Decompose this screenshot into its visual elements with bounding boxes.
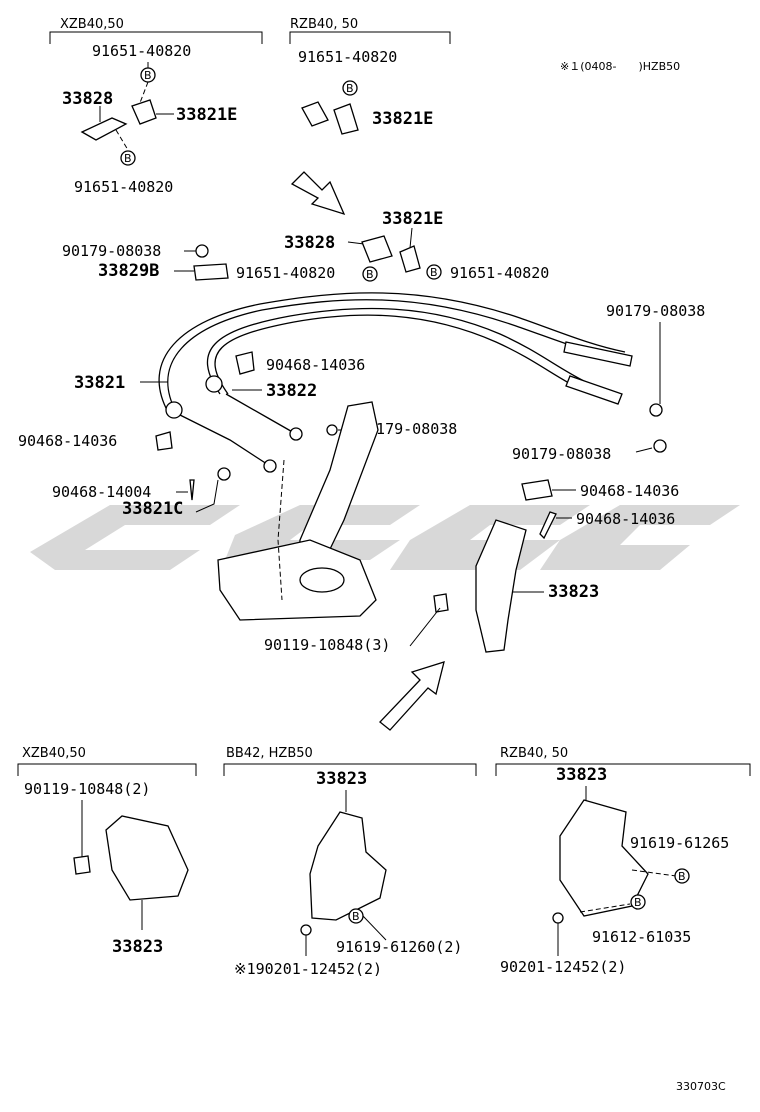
shift-cables	[158, 292, 633, 473]
bolt-badge-icon: B	[120, 150, 136, 166]
svg-text:B: B	[366, 268, 374, 281]
nut-part-icon	[326, 424, 338, 436]
washer-part-icon	[552, 912, 564, 924]
bracket-main-part-icon	[475, 519, 527, 653]
clip-part-icon	[333, 103, 359, 135]
svg-text:B: B	[124, 152, 132, 165]
clip-part-icon	[131, 99, 157, 125]
header-top-mid: RZB40, 50	[290, 17, 358, 32]
label-br-washer: 90201-12452(2)	[500, 958, 626, 976]
label-m-clip: 33821E	[382, 209, 443, 229]
clip-part-icon	[235, 351, 255, 375]
bolt-badge-icon: B	[674, 868, 690, 884]
label-cable-main: 33821	[74, 373, 125, 393]
label-m-bolt-right: 91651-40820	[450, 264, 549, 282]
svg-text:B: B	[144, 69, 152, 82]
label-clip-r1: 90468-14036	[580, 482, 679, 500]
label-tl-clip: 33821E	[176, 105, 237, 125]
bolt-badge-icon: B	[630, 894, 646, 910]
bolt-badge-icon: B	[348, 908, 364, 924]
svg-text:B: B	[430, 266, 438, 279]
direction-arrow-icon	[290, 171, 346, 216]
clip-part-icon	[521, 479, 553, 501]
label-bl-bolt: 90119-10848(2)	[24, 780, 150, 798]
label-br-bolt1: 91619-61265	[630, 834, 729, 852]
label-bolt-main: 90119-10848(3)	[264, 636, 390, 654]
header-bot-right: RZB40, 50	[500, 746, 568, 761]
bolt-part-icon	[433, 593, 449, 613]
watermark-logo	[30, 505, 740, 570]
label-bl-bracket: 33823	[112, 937, 163, 957]
bolt-badge-icon: B	[426, 264, 442, 280]
label-bm-bolt: 91619-61260(2)	[336, 938, 462, 956]
label-m-bracket: 33828	[284, 233, 335, 253]
label-tl-bolt-top: 91651-40820	[92, 42, 191, 60]
svg-text:B: B	[634, 896, 642, 909]
label-br-bolt2: 91612-61035	[592, 928, 691, 946]
label-tm-clip: 33821E	[372, 109, 433, 129]
bracket-part-icon	[301, 101, 329, 127]
label-bm-washer: ※190201-12452(2)	[234, 960, 382, 978]
label-bracket-main: 33823	[548, 582, 599, 602]
nut-part-icon	[653, 439, 667, 453]
label-bm-bracket: 33823	[316, 769, 367, 789]
label-tl-bracket: 33828	[62, 89, 113, 109]
bracket-part-icon	[559, 799, 649, 917]
pin-part-icon	[189, 479, 195, 501]
bracket-part-icon	[309, 811, 387, 921]
header-bot-mid: BB42, HZB50	[226, 746, 313, 761]
label-pin: 90468-14004	[52, 483, 151, 501]
header-top-left: XZB40,50	[60, 17, 124, 32]
clip-part-icon	[399, 245, 421, 273]
svg-text:B: B	[678, 870, 686, 883]
retainer-part-icon	[193, 263, 229, 281]
section-brackets	[17, 31, 751, 776]
label-clip-left: 90468-14036	[18, 432, 117, 450]
nut-part-icon	[649, 403, 663, 417]
header-note: ※１(0408- )HZB50	[560, 60, 680, 73]
washer-part-icon	[300, 924, 312, 936]
header-bot-left: XZB40,50	[22, 746, 86, 761]
label-cable-second: 33822	[266, 381, 317, 401]
label-nut-center: 90179-08038	[358, 420, 457, 438]
label-m-retainer: 33829B	[98, 261, 159, 281]
nut-part-icon	[195, 244, 209, 258]
direction-arrow-icon	[379, 661, 445, 731]
label-tm-bolt: 91651-40820	[298, 48, 397, 66]
bolt-badge-icon: B	[342, 80, 358, 96]
clip-part-icon	[155, 431, 173, 451]
svg-text:B: B	[346, 82, 354, 95]
bracket-part-icon	[80, 117, 128, 141]
shift-lever-assembly	[217, 401, 379, 621]
bracket-part-icon	[361, 235, 393, 263]
label-m-bolt-left: 91651-40820	[236, 264, 335, 282]
label-tl-bolt-bot: 91651-40820	[74, 178, 173, 196]
label-r-nut-bot: 90179-08038	[512, 445, 611, 463]
label-clip-upper: 90468-14036	[266, 356, 365, 374]
bolt-badge-icon: B	[140, 67, 156, 83]
washer-part-icon	[217, 467, 231, 481]
label-r-nut-top: 90179-08038	[606, 302, 705, 320]
bolt-badge-icon: B	[362, 266, 378, 282]
bolt-part-icon	[73, 855, 91, 875]
svg-text:B: B	[352, 910, 360, 923]
label-clip-r2: 90468-14036	[576, 510, 675, 528]
bracket-part-icon	[105, 815, 189, 901]
label-br-bracket: 33823	[556, 765, 607, 785]
diagram-code: 330703C	[676, 1080, 726, 1093]
label-m-nut: 90179-08038	[62, 242, 161, 260]
pin-part-icon	[539, 511, 557, 540]
label-washer: 33821C	[122, 499, 183, 519]
